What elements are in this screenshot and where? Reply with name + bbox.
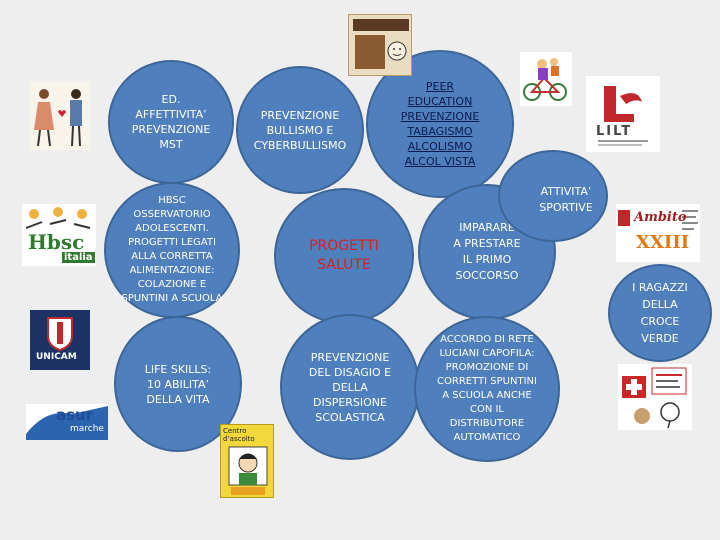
bubble-peer-education-text: PEER EDUCATION PREVENZIONE TABAGISMO ALC… bbox=[400, 80, 480, 168]
bubble-bullismo: PREVENZIONE BULLISMO E CYBERBULLISMO bbox=[236, 66, 364, 194]
bubble-accordo-text: ACCORDO DI RETE LUCIANI CAPOFILA: PROMOZ… bbox=[437, 334, 537, 443]
comic-centro-ascolto: Centro d’ascolto bbox=[220, 424, 274, 498]
dancing-figures-icon bbox=[25, 207, 91, 229]
bubble-attivita-sportive: ATTIVITA’ SPORTIVE bbox=[498, 150, 608, 242]
bubble-disagio-text: PREVENZIONE DEL DISAGIO E DELLA DISPERSI… bbox=[308, 350, 392, 424]
bicycle-icon bbox=[523, 58, 567, 101]
bubble-peer-education: PEER EDUCATION PREVENZIONE TABAGISMO ALC… bbox=[366, 50, 514, 198]
croce-verde-text: I RAGAZZI DELLA CROCE VERDE bbox=[632, 281, 688, 345]
bubble-croce-verde: I RAGAZZI DELLA CROCE VERDE bbox=[608, 264, 712, 362]
top-book-image bbox=[348, 14, 412, 76]
bubble-ed-affettivita-text: ED. AFFETTIVITA’ PREVENZIONE MST bbox=[131, 93, 211, 151]
bubble-progetti-salute: PROGETTI SALUTE bbox=[274, 188, 414, 324]
asur-logo-text: asur bbox=[56, 406, 94, 424]
bubble-hbsc: HBSC OSSERVATORIO ADOLESCENTI. PROGETTI … bbox=[104, 182, 240, 318]
hbsc-logo-text: Hbsc bbox=[28, 230, 85, 254]
bubble-disagio: PREVENZIONE DEL DISAGIO E DELLA DISPERSI… bbox=[280, 314, 420, 460]
asur-sub-text: marche bbox=[70, 424, 104, 434]
asur-wave-icon bbox=[26, 406, 108, 440]
hbsc-logo: Hbsc italia bbox=[22, 204, 96, 266]
bubble-life-skills-text: LIFE SKILLS: 10 ABILITA’ DELLA VITA bbox=[144, 362, 212, 406]
ambito-num-text: XXIII bbox=[636, 232, 690, 253]
ambito-logo-text: Ambito bbox=[634, 210, 687, 225]
comic-character-icon bbox=[228, 446, 268, 495]
attivita-sportive-text: ATTIVITA’ SPORTIVE bbox=[539, 185, 593, 214]
bubble-accordo: ACCORDO DI RETE LUCIANI CAPOFILA: PROMOZ… bbox=[414, 316, 560, 462]
bubble-bullismo-text: PREVENZIONE BULLISMO E CYBERBULLISMO bbox=[253, 108, 347, 152]
unicam-logo-text: UNICAM bbox=[36, 352, 77, 362]
bikers-illustration bbox=[520, 52, 572, 106]
bubble-primo-soccorso-text: IMPARARE A PRESTARE IL PRIMO SOCCORSO bbox=[453, 221, 521, 282]
hbsc-italia-text: italia bbox=[62, 252, 95, 263]
bubble-ed-affettivita: ED. AFFETTIVITA’ PREVENZIONE MST bbox=[108, 60, 234, 184]
lilt-logo-text: LILT bbox=[596, 124, 633, 139]
lilt-mark-icon bbox=[598, 86, 648, 146]
ambito-crest-icon bbox=[618, 210, 698, 230]
first-aid-icon bbox=[622, 367, 687, 429]
unicam-crest-icon bbox=[47, 317, 73, 352]
unicam-logo: UNICAM bbox=[30, 310, 90, 370]
couple-illustration bbox=[30, 82, 90, 150]
ambito-logo: Ambito XXIII bbox=[616, 204, 700, 262]
book-cover-icon bbox=[353, 19, 409, 69]
progetti-salute-title: PROGETTI SALUTE bbox=[309, 238, 379, 273]
asur-logo: asur marche bbox=[26, 404, 108, 440]
lilt-logo: LILT bbox=[586, 76, 660, 152]
comic-title-text: Centro d’ascolto bbox=[223, 427, 255, 443]
bubble-hbsc-text: HBSC OSSERVATORIO ADOLESCENTI. PROGETTI … bbox=[121, 195, 223, 304]
couple-icon bbox=[34, 89, 82, 147]
first-aid-image bbox=[618, 364, 692, 430]
